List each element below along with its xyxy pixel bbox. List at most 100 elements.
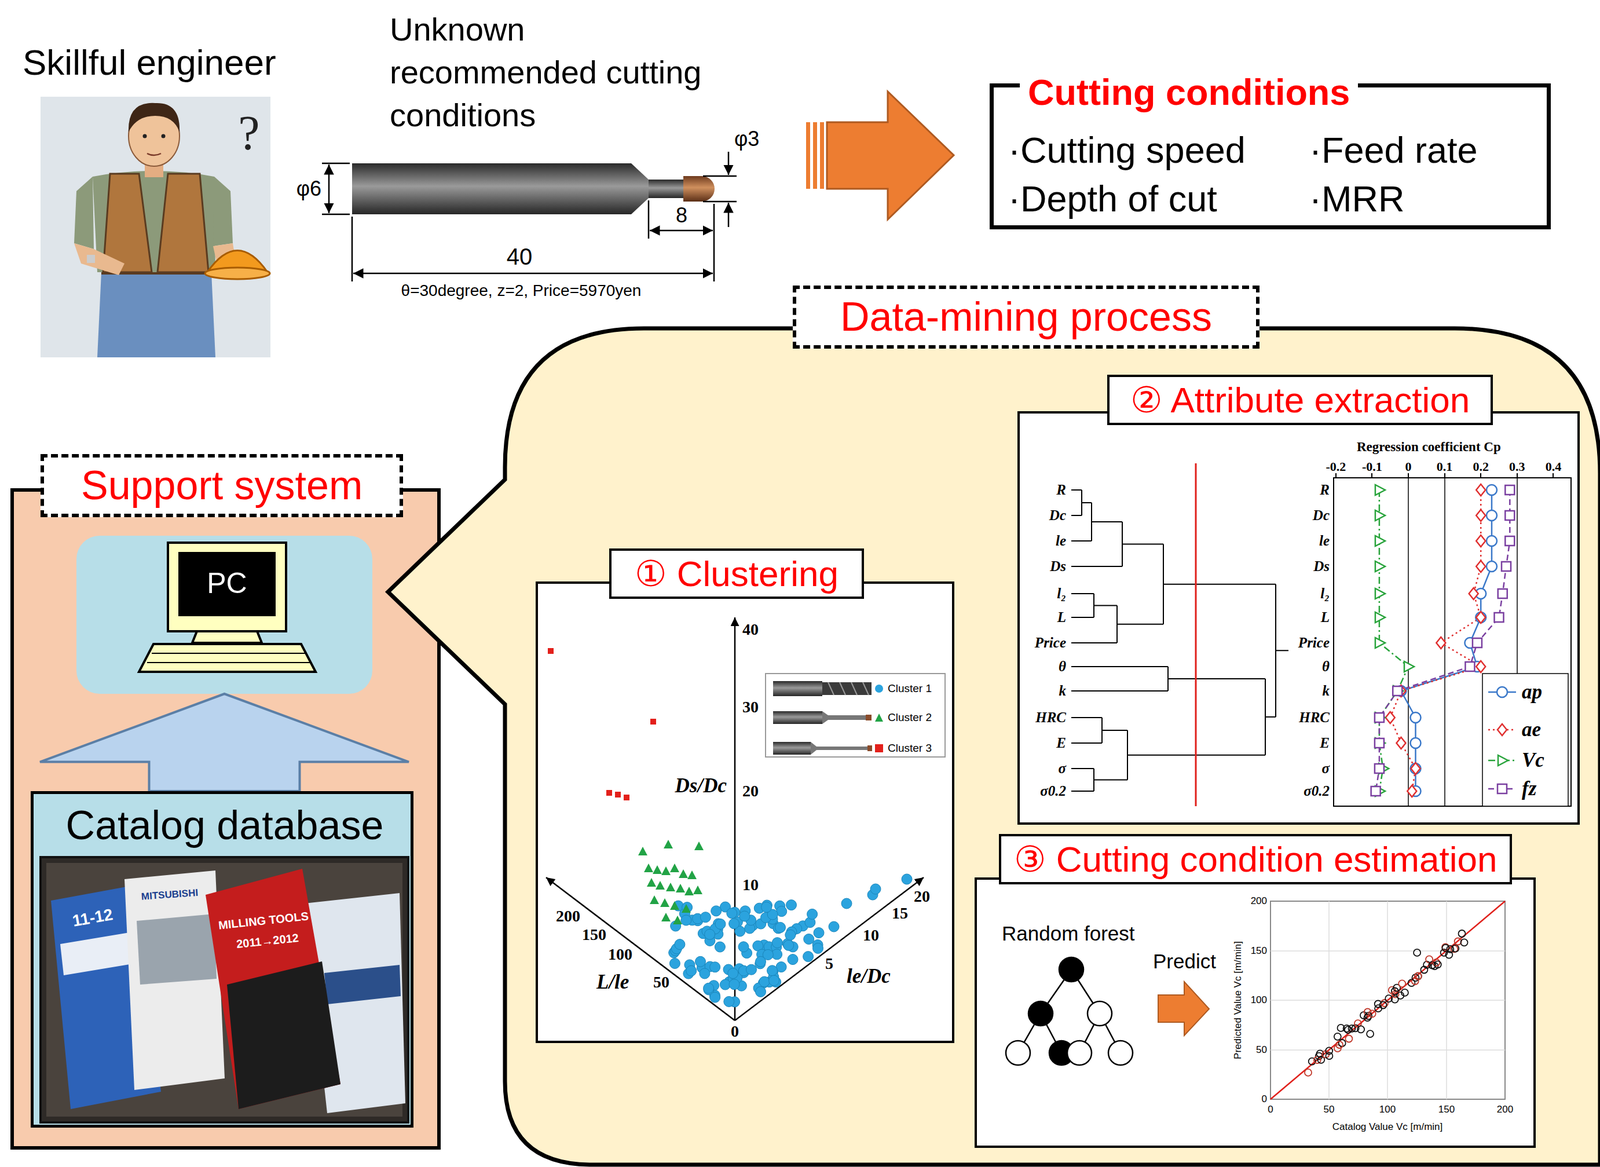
dimension: 8: [675, 203, 688, 227]
leaf-label: σ: [1058, 760, 1067, 778]
series-marker: [1494, 612, 1504, 622]
dimension-lines: [321, 151, 737, 282]
cluster-legend-box: [822, 711, 829, 724]
scatter-point: [1451, 945, 1459, 953]
cluster-point: [786, 899, 797, 911]
series-marker: [1371, 786, 1381, 796]
series-marker: [1505, 536, 1515, 546]
scatter-point: [1334, 1033, 1342, 1041]
series-marker: [1393, 685, 1404, 697]
scatter-frame: [1270, 901, 1506, 1100]
series-marker: [1375, 737, 1386, 749]
cluster-point: [665, 882, 676, 892]
cluster-point: [828, 921, 840, 932]
dendrogram: [1071, 489, 1289, 792]
axis-tick: 100: [1379, 1103, 1396, 1116]
leaf-label: Price: [1034, 634, 1067, 652]
engineer-illustration: [204, 267, 270, 280]
axis-tick: 0.2: [1472, 459, 1489, 474]
row-label: θ: [1322, 658, 1330, 676]
axis-tick: 100: [1250, 994, 1268, 1006]
dimension: φ3: [734, 126, 760, 151]
series-marker: [1410, 737, 1422, 749]
series-marker: [1469, 587, 1479, 600]
list-item: ·Feed rate: [1309, 129, 1478, 171]
cluster-point: [643, 863, 654, 873]
axis-tick: 10: [862, 925, 880, 945]
leaf-label: θ: [1058, 658, 1067, 676]
database-box: Catalog database: [30, 791, 414, 1128]
end-mill-drawing: [631, 163, 649, 215]
series-marker: [1476, 484, 1486, 496]
series-marker: [1375, 588, 1386, 599]
legend-swatch: [874, 713, 884, 722]
cluster-point: [813, 927, 825, 939]
leaf-label: E: [1056, 734, 1067, 752]
cluster-point: [606, 789, 613, 796]
series-marker: [1374, 738, 1385, 748]
engineer-illustration: [161, 134, 166, 139]
cluster-point: [669, 958, 680, 969]
row-label: L: [1320, 609, 1330, 626]
axis-tick: 20: [913, 887, 931, 906]
axis-tick: -0.1: [1361, 459, 1383, 474]
process-arrow: [813, 122, 818, 189]
cluster-point: [813, 942, 824, 954]
axis-tick: 0: [1261, 1093, 1268, 1105]
axis-tick: 50: [653, 972, 670, 992]
axis-tick: 0: [1405, 459, 1412, 474]
cluster-point: [755, 986, 767, 997]
axis-tick: 0: [1267, 1103, 1273, 1116]
series-marker: [1375, 535, 1386, 547]
cluster-point: [694, 841, 704, 851]
process-arrow: [806, 91, 954, 220]
series-marker: [1486, 484, 1497, 496]
cluster-point: [767, 965, 778, 976]
cluster-legend-box: [828, 682, 869, 695]
dimension-lines: [727, 151, 730, 175]
catalog-photo: [205, 868, 341, 1109]
question-mark: ?: [238, 105, 260, 162]
dendrogram-link: [1071, 616, 1094, 618]
scatter-point: [1379, 1001, 1387, 1009]
cluster-axes: [546, 877, 735, 1021]
engineer-illustration: [143, 134, 148, 139]
cluster-axes: [734, 617, 737, 1021]
cluster-point: [699, 968, 710, 979]
book-title: 2011→2012: [235, 931, 300, 951]
row-label: E: [1319, 734, 1330, 752]
cluster-legend-box: [867, 745, 873, 752]
tree-icon: [1028, 1001, 1053, 1026]
axis-tick: 150: [581, 925, 607, 944]
cluster-point: [672, 915, 683, 925]
dimension: φ6: [296, 176, 322, 201]
end-mill-drawing: [352, 163, 632, 215]
row-label: Ds: [1313, 558, 1330, 576]
series-marker: [1436, 636, 1446, 649]
scatter-point: [1413, 949, 1421, 957]
book-title: MITSUBISHI: [140, 887, 199, 903]
cluster-point: [693, 885, 703, 895]
engineer-illustration: [92, 170, 216, 273]
tree-icon: [1067, 1040, 1092, 1065]
dendrogram-link: [1168, 678, 1266, 680]
cut-line: [1195, 463, 1197, 807]
engineer-illustration: [86, 254, 95, 263]
dendrogram-link: [1071, 690, 1169, 692]
cluster-point: [680, 914, 692, 926]
cluster-point: [675, 883, 686, 893]
cluster-legend-box: [773, 741, 811, 755]
scatter-point: [1368, 1009, 1376, 1017]
row-label: Price: [1298, 634, 1330, 652]
series-marker: [1498, 588, 1508, 599]
cluster-point: [870, 883, 881, 895]
panel-heading: Support system: [40, 453, 404, 518]
cluster-point: [686, 965, 697, 976]
cluster-point: [700, 912, 711, 923]
dendrogram-link: [1071, 742, 1102, 744]
dimension: 40: [506, 243, 533, 270]
cluster-point: [547, 647, 554, 654]
axis-tick: 150: [1438, 1103, 1455, 1116]
cluster-legend-box: [865, 714, 872, 721]
cluster-point: [729, 918, 740, 929]
